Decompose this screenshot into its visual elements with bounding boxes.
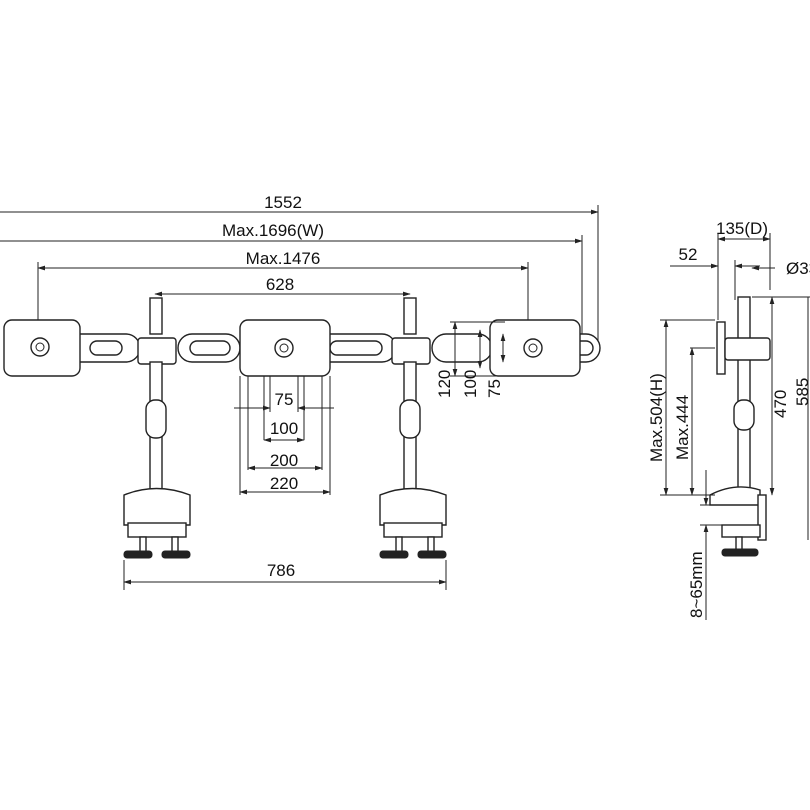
cross-bar-slot xyxy=(89,340,123,356)
dim-52-label: 52 xyxy=(679,245,698,264)
cross-bar-right xyxy=(431,333,493,363)
dim-220-label: 220 xyxy=(270,474,298,493)
dim-200-label: 200 xyxy=(270,451,298,470)
desk-clamp-top-left xyxy=(123,487,191,526)
clamp-spacing-dimension: 786 xyxy=(123,560,447,590)
dim-504-label: Max.504(H) xyxy=(647,373,666,462)
dim-d33-label: Ø33 xyxy=(786,259,810,278)
overall-dimensions: 1552 Max.1696(W) Max.1476 628 xyxy=(0,193,599,345)
plate-hub-inner xyxy=(528,343,538,353)
side-clamp-top xyxy=(709,486,761,506)
desk-clamp-foot xyxy=(417,550,447,559)
vesa-plate-center xyxy=(239,319,331,377)
dim-444-label: Max.444 xyxy=(673,395,692,460)
dim-1552-label: 1552 xyxy=(264,193,302,212)
cross-bar-slot xyxy=(329,340,383,356)
side-vesa-plate xyxy=(716,321,726,375)
vesa-vertical-dimensions: 120 100 75 xyxy=(435,321,506,398)
plate-hub xyxy=(30,337,50,357)
plate-hub xyxy=(523,338,543,358)
desk-clamp-foot xyxy=(379,550,409,559)
side-pole xyxy=(737,296,751,490)
side-clamp-lower xyxy=(721,524,761,538)
cross-bar-slot xyxy=(189,340,231,356)
dim-628-label: 628 xyxy=(266,275,294,294)
plate-hub-inner xyxy=(279,343,289,353)
dim-786-label: 786 xyxy=(267,561,295,580)
pole-top xyxy=(149,297,163,335)
dim-v100-label: 100 xyxy=(461,370,480,398)
desk-clamp-foot xyxy=(161,550,191,559)
dim-1696-label: Max.1696(W) xyxy=(222,221,324,240)
pole-collar-left xyxy=(145,399,167,439)
desk-clamp-top-right xyxy=(379,487,447,526)
desk-clamp-bar xyxy=(127,522,187,538)
pole-left xyxy=(123,297,191,559)
dim-v75-label: 75 xyxy=(485,379,504,398)
vesa-plate-right xyxy=(489,319,581,377)
pole-clamp-left xyxy=(137,337,177,365)
side-clamp-back xyxy=(757,494,767,541)
side-view: 135(D) 52 Ø33 Max.504(H) Max.444 470 585 xyxy=(647,219,810,620)
dim-100-label: 100 xyxy=(270,419,298,438)
front-view: 1552 Max.1696(W) Max.1476 628 xyxy=(0,193,601,590)
dim-1476-label: Max.1476 xyxy=(246,249,321,268)
desk-clamp-foot xyxy=(123,550,153,559)
side-tilt-head xyxy=(724,337,771,361)
pole-right xyxy=(379,297,447,559)
dim-v120-label: 120 xyxy=(435,370,454,398)
vesa-horizontal-dimensions: 75 100 200 220 xyxy=(234,376,334,495)
vesa-plate-left xyxy=(3,319,81,377)
plate-hub-inner xyxy=(35,342,45,352)
pole-top xyxy=(403,297,417,335)
desk-clamp-bar xyxy=(383,522,443,538)
side-collar xyxy=(733,399,755,431)
plate-hub xyxy=(274,338,294,358)
dim-585-label: 585 xyxy=(793,378,810,406)
dim-135-label: 135(D) xyxy=(716,219,768,238)
dim-desk-label: 8~65mm xyxy=(687,551,706,618)
side-clamp-foot xyxy=(721,548,759,557)
dim-470-label: 470 xyxy=(771,390,790,418)
dim-75-label: 75 xyxy=(275,390,294,409)
pole-clamp-right xyxy=(391,337,431,365)
pole-collar-right xyxy=(399,399,421,439)
